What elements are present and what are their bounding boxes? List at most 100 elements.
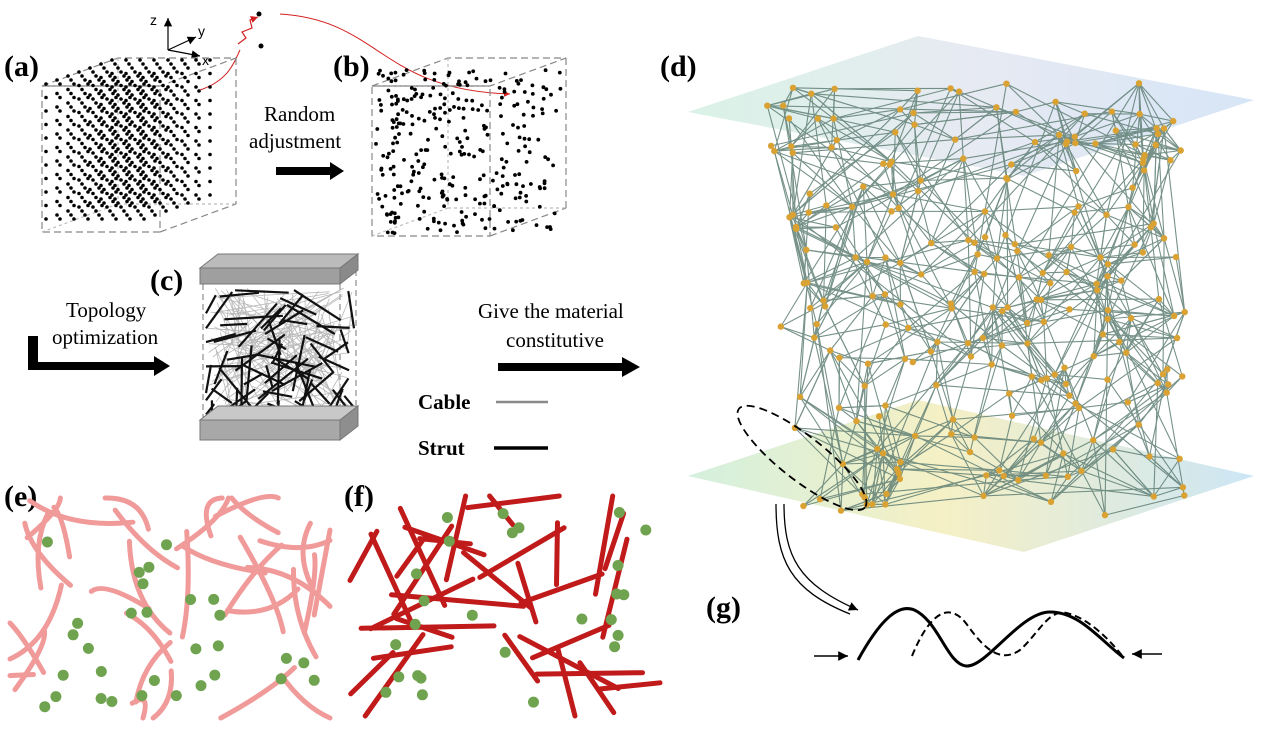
lattice-node <box>105 124 109 128</box>
network-edge <box>836 131 896 141</box>
lattice-node <box>110 58 114 62</box>
random-node <box>395 184 400 189</box>
network-node <box>876 413 883 420</box>
network-edge <box>1142 159 1165 239</box>
crosslink-node <box>513 522 525 534</box>
lattice-node <box>194 152 198 157</box>
network-node <box>789 84 797 92</box>
network-node <box>1066 306 1073 313</box>
network-node <box>1170 312 1178 320</box>
network-edge <box>829 295 874 351</box>
lattice-node <box>124 85 128 89</box>
random-node <box>376 71 381 76</box>
network-edge <box>867 350 932 365</box>
network-edge <box>950 87 1036 143</box>
random-node <box>432 78 437 82</box>
lattice-node <box>194 58 198 62</box>
network-node <box>1104 376 1111 383</box>
lattice-node <box>88 120 92 124</box>
lattice-node <box>111 105 115 109</box>
random-node <box>410 122 415 127</box>
lattice-node <box>100 109 104 113</box>
lattice-node <box>208 58 212 62</box>
network-edge <box>1011 134 1060 165</box>
soft-fiber <box>124 610 174 664</box>
network-edge <box>984 236 1009 308</box>
lattice-node <box>83 186 87 190</box>
network-node <box>811 334 818 341</box>
random-points-cube <box>371 57 567 237</box>
lattice-node <box>186 66 190 70</box>
network-node <box>1051 371 1058 378</box>
network-edge <box>1027 337 1178 344</box>
random-node <box>390 125 395 130</box>
network-edge <box>866 211 892 263</box>
network-edge <box>951 257 998 309</box>
network-node <box>1052 98 1059 106</box>
network-edge <box>1034 141 1077 172</box>
lattice-node <box>88 174 92 178</box>
network-edge <box>867 363 900 474</box>
random-node <box>375 192 380 196</box>
network-edge <box>1017 453 1064 481</box>
soft-fiber <box>88 586 152 611</box>
network-node <box>1063 268 1070 276</box>
random-node <box>443 221 447 226</box>
network-edge <box>1104 494 1185 516</box>
network-node <box>882 321 889 328</box>
lattice-node <box>186 79 190 84</box>
lattice-node <box>97 199 101 204</box>
network-edge <box>831 146 892 163</box>
rigid-fiber <box>534 670 645 677</box>
crosslink-node <box>137 578 149 590</box>
random-node <box>398 202 403 206</box>
network-edge <box>862 186 901 264</box>
strut <box>347 290 356 329</box>
lattice-node <box>194 166 198 170</box>
random-node <box>439 172 444 177</box>
lattice-node <box>161 97 165 101</box>
lattice-node <box>172 93 176 97</box>
lattice-node <box>77 124 81 128</box>
network-edge <box>1106 162 1144 216</box>
lattice-node <box>142 122 146 127</box>
lattice-node <box>80 101 84 105</box>
lattice-node <box>127 129 131 134</box>
lattice-node <box>139 118 143 123</box>
lattice-node <box>113 183 117 188</box>
lattice-node <box>133 70 137 74</box>
lattice-node <box>141 89 145 93</box>
lattice-node <box>77 70 81 74</box>
network-node <box>882 254 889 261</box>
highlight-ellipse <box>736 404 868 512</box>
random-node <box>529 182 533 186</box>
network-edge <box>974 271 1009 308</box>
network-edge <box>1066 256 1101 273</box>
soft-fiber <box>27 498 136 526</box>
random-node <box>427 110 432 114</box>
network-edge <box>1002 310 1044 323</box>
random-node <box>536 137 541 142</box>
lattice-node <box>114 122 118 127</box>
regular-lattice-cube <box>41 57 237 233</box>
network-node <box>914 87 921 94</box>
lattice-node <box>133 110 137 115</box>
random-node <box>513 196 518 201</box>
network-edge <box>1081 470 1154 498</box>
lattice-node <box>150 114 154 119</box>
crosslink-node <box>212 640 224 652</box>
network-edge <box>912 90 919 114</box>
lattice-node <box>164 128 168 132</box>
crosslink-node <box>41 536 53 548</box>
network-3d <box>688 36 1254 552</box>
network-edge <box>891 161 1008 180</box>
crosslink-node <box>618 589 630 601</box>
network-node <box>1023 319 1031 327</box>
network-node <box>1031 138 1039 146</box>
lattice-node <box>158 187 162 192</box>
lattice-node <box>164 195 168 200</box>
network-edge <box>1066 141 1077 172</box>
network-edge <box>1065 143 1102 258</box>
lattice-node <box>116 66 120 70</box>
lattice-node <box>88 133 92 138</box>
